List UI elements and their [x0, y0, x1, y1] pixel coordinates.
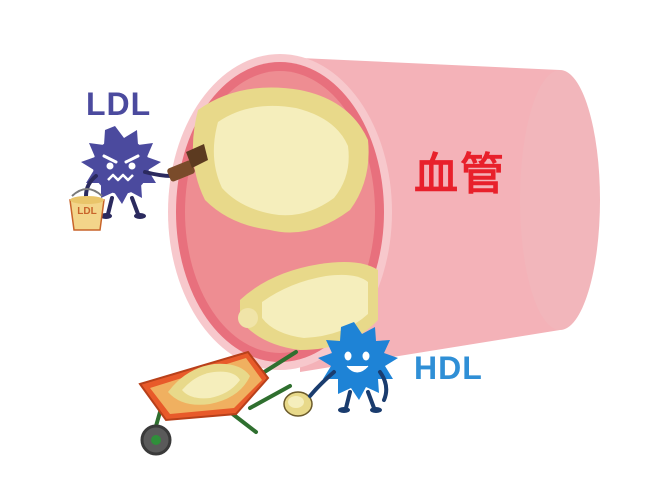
vessel-far-end [520, 70, 600, 330]
blood-vessel-label: 血管 [414, 149, 506, 200]
hdl-label: HDL [414, 350, 483, 386]
plaque-top-inner [213, 105, 349, 216]
bucket-label: LDL [77, 206, 97, 217]
bucket-icon [69, 188, 105, 231]
wheelbarrow-icon [138, 350, 298, 456]
ldl-character [81, 126, 208, 219]
ldl-label: LDL [86, 86, 152, 122]
plaque-chunk [283, 391, 313, 417]
blood-vessel [168, 54, 600, 372]
hdl-character [308, 322, 398, 413]
plaque-bottom-inner [262, 274, 368, 338]
plaque-nub [238, 308, 258, 328]
